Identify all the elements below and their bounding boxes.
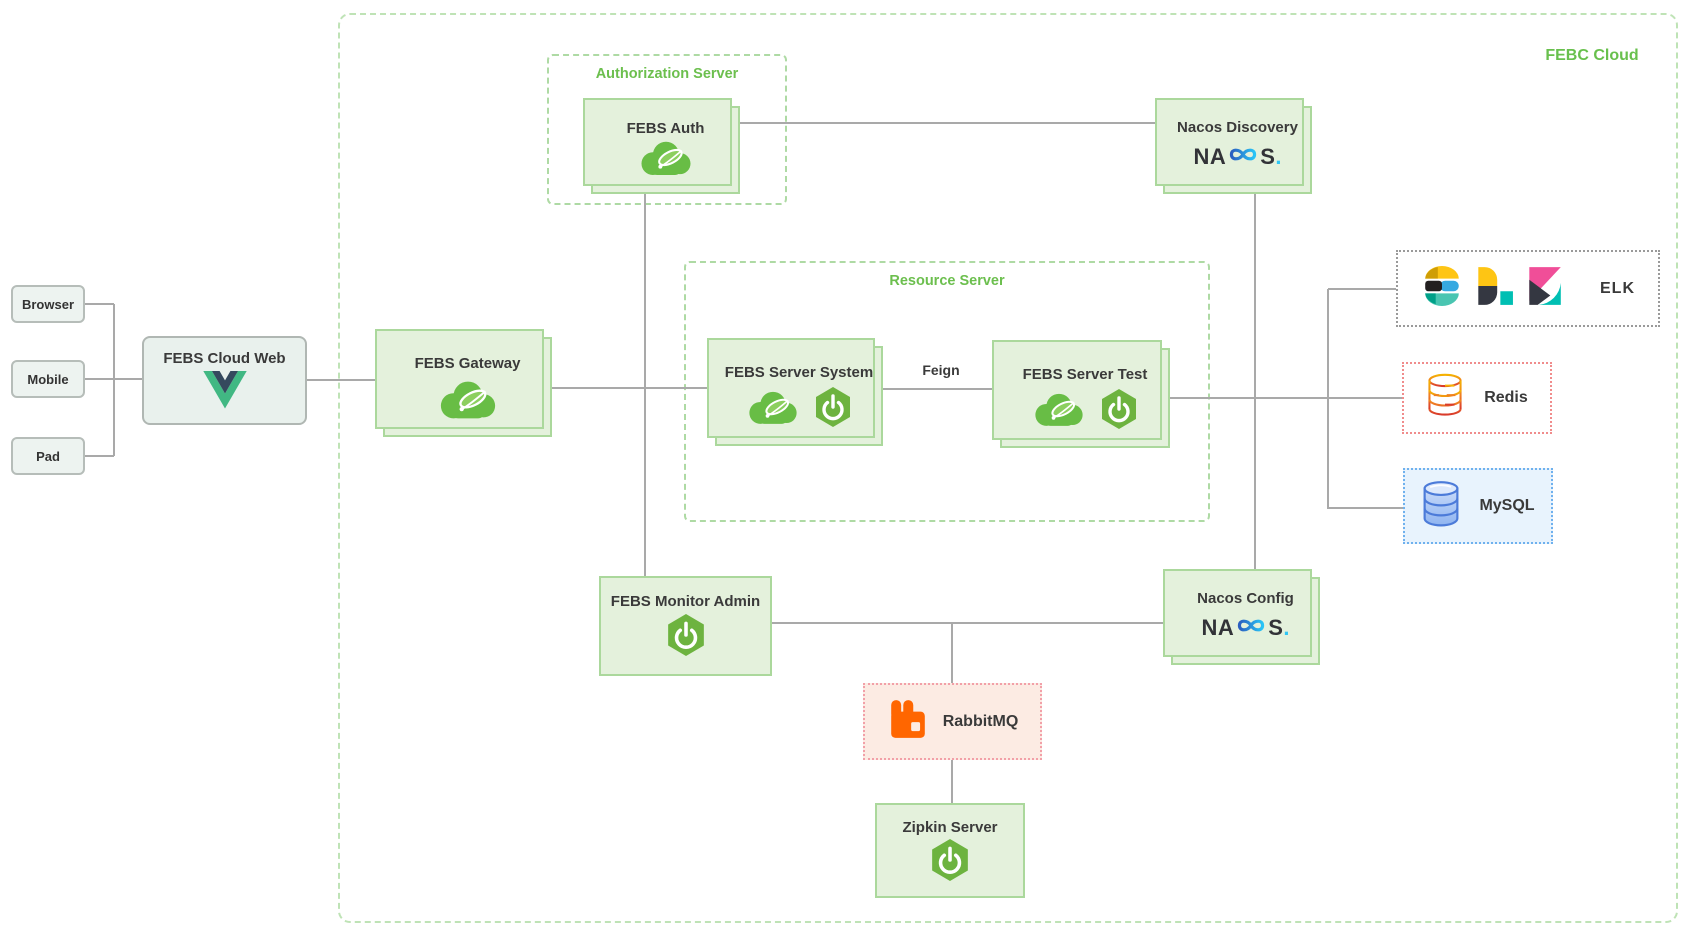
icon-row: [437, 378, 499, 425]
spring-boot-icon: [1100, 389, 1138, 434]
febc-cloud-container: FEBC Cloud: [338, 13, 1678, 923]
icon-row: [638, 139, 694, 181]
edge-auth-monitor: [644, 194, 646, 578]
edge-auth-discovery: [740, 122, 1165, 124]
edge-gateway-system: [552, 387, 717, 389]
node-title: FEBS Cloud Web: [163, 350, 286, 367]
nacos-infinity-icon: [1227, 146, 1259, 168]
spring-cloud-icon: [1032, 391, 1086, 432]
node-zipkin-server: Zipkin Server: [875, 803, 1025, 898]
edge-discovery-config: [1254, 194, 1256, 573]
node-title: FEBS Gateway: [414, 355, 521, 372]
node-title: Nacos Discovery: [1177, 119, 1298, 136]
node-nacos-discovery: Nacos Discovery NA S .: [1155, 98, 1312, 194]
spring-cloud-icon: [638, 139, 694, 181]
nacos-dot: .: [1283, 615, 1290, 640]
node-title: Zipkin Server: [902, 819, 998, 836]
redis-icon: [1426, 372, 1464, 425]
edge-browser-bus: [85, 303, 114, 305]
node-title: Nacos Config: [1197, 590, 1294, 607]
nacos-s: S: [1260, 144, 1276, 169]
rabbitmq-icon: [887, 698, 929, 745]
feign-edge-label: Feign: [922, 362, 960, 378]
edge-pad-bus: [85, 455, 114, 457]
node-elk: ELK: [1396, 250, 1660, 327]
icon-row: [930, 839, 970, 886]
edge-monitor-config: [772, 622, 1173, 624]
node-title: FEBS Server System: [724, 364, 874, 381]
resource-server-label: Resource Server: [889, 273, 1005, 289]
spring-boot-icon: [814, 387, 852, 432]
elk-label: ELK: [1600, 279, 1635, 297]
node-title: FEBS Auth: [626, 120, 705, 137]
client-pad: Pad: [11, 437, 85, 475]
client-browser: Browser: [11, 285, 85, 323]
edge-right-junction: [1327, 289, 1329, 509]
edge-system-test-feign: [883, 388, 1002, 390]
redis-label: Redis: [1484, 389, 1528, 406]
spring-boot-icon: [930, 839, 970, 886]
node-febs-monitor-admin: FEBS Monitor Admin: [599, 576, 772, 676]
node-rabbitmq: RabbitMQ: [863, 683, 1042, 760]
nacos-infinity-icon: [1235, 617, 1267, 639]
elasticsearch-icon: [1421, 265, 1463, 312]
edge-junction-elk: [1328, 288, 1398, 290]
node-febs-gateway: FEBS Gateway: [375, 329, 552, 437]
rabbitmq-label: RabbitMQ: [942, 712, 1019, 730]
icon-row: [746, 387, 852, 432]
edge-junction-mysql: [1328, 507, 1405, 509]
node-title: FEBS Monitor Admin: [610, 593, 761, 610]
edge-web-gateway: [307, 379, 385, 381]
kibana-icon: [1523, 265, 1565, 312]
authorization-server-label: Authorization Server: [595, 66, 739, 82]
edge-test-redis: [1170, 397, 1404, 399]
spring-cloud-icon: [746, 389, 800, 430]
icon-row: [1032, 389, 1138, 434]
edge-rabbitmq-zipkin: [951, 760, 953, 805]
logstash-icon: [1472, 265, 1514, 312]
nacos-dot: .: [1275, 144, 1282, 169]
node-mysql: MySQL: [1403, 468, 1553, 544]
node-redis: Redis: [1402, 362, 1552, 434]
node-febs-auth: FEBS Auth: [583, 98, 740, 194]
nacos-na: NA: [1193, 144, 1227, 169]
edge-bus-rabbitmq: [951, 623, 953, 685]
group-resource-server: Resource Server: [684, 261, 1210, 522]
client-mobile: Mobile: [11, 360, 85, 398]
mysql-icon: [1421, 479, 1461, 534]
node-title: FEBS Server Test: [1022, 366, 1148, 383]
group-authorization-server: Authorization Server: [547, 54, 787, 205]
spring-cloud-icon: [437, 378, 499, 425]
node-nacos-config: Nacos Config NA S .: [1163, 569, 1320, 665]
nacos-s: S: [1268, 615, 1284, 640]
node-febs-cloud-web: FEBS Cloud Web: [142, 336, 307, 425]
febc-cloud-label: FEBC Cloud: [1545, 47, 1639, 64]
node-febs-server-test: FEBS Server Test: [992, 340, 1170, 448]
mysql-label: MySQL: [1479, 497, 1535, 514]
vue-icon: [202, 371, 247, 414]
nacos-na: NA: [1201, 615, 1235, 640]
edge-client-bus: [113, 304, 115, 456]
nacos-logo: NA S .: [1201, 615, 1289, 641]
nacos-logo: NA S .: [1193, 144, 1281, 170]
node-febs-server-system: FEBS Server System: [707, 338, 883, 446]
icon-row: [666, 614, 706, 661]
spring-boot-icon: [666, 614, 706, 661]
